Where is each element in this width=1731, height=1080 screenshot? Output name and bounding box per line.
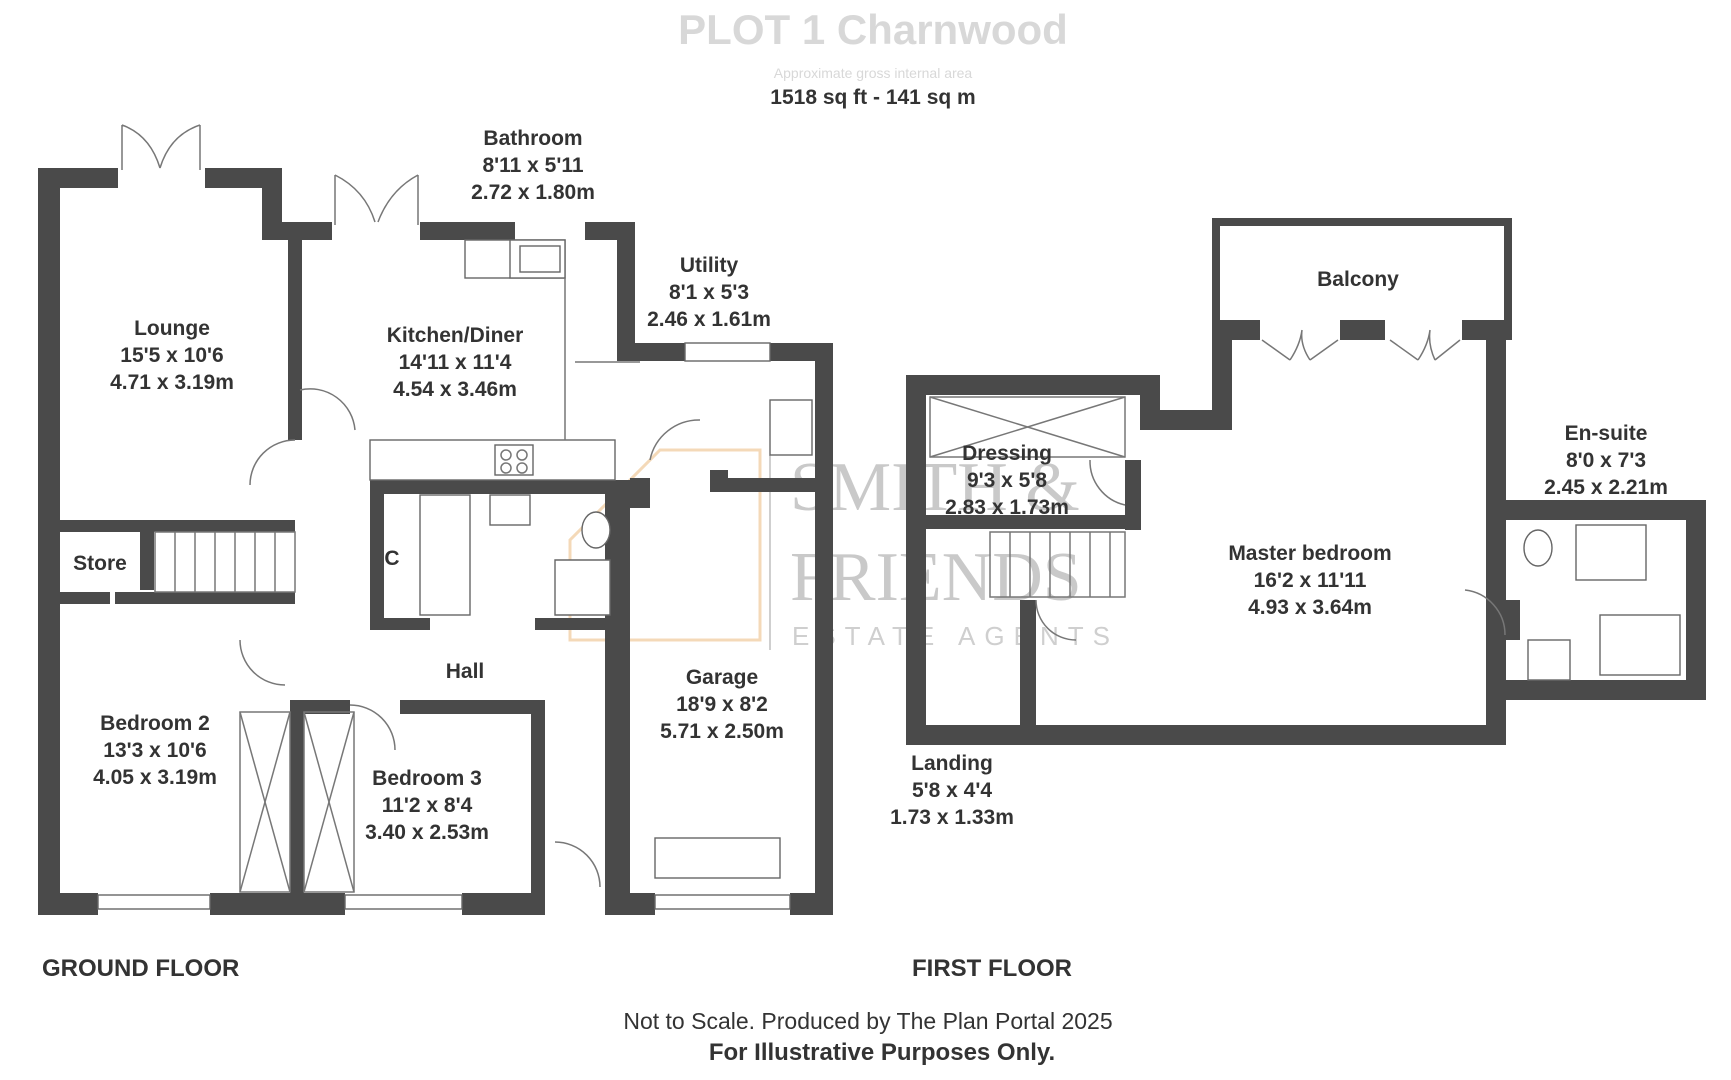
kitchen-metric: 4.54 x 3.46m: [393, 378, 517, 401]
watermark-line1: SMITH &: [790, 449, 1080, 526]
bedroom3-name: Bedroom 3: [372, 767, 482, 790]
room-balcony: Balcony: [1317, 268, 1399, 291]
utility-metric: 2.46 x 1.61m: [647, 308, 771, 331]
bedroom2-name: Bedroom 2: [100, 712, 210, 735]
room-bathroom: Bathroom 8'11 x 5'11 2.72 x 1.80m: [471, 127, 595, 204]
room-garage: Garage 18'9 x 8'2 5.71 x 2.50m: [660, 666, 784, 743]
bedroom3-metric: 3.40 x 2.53m: [365, 821, 489, 844]
room-bedroom2: Bedroom 2 13'3 x 10'6 4.05 x 3.19m: [93, 712, 217, 789]
room-cupboard: C: [384, 547, 399, 570]
dressing-name: Dressing: [962, 442, 1052, 465]
footer-disclaimer: For Illustrative Purposes Only.: [709, 1039, 1055, 1066]
room-lounge: Lounge 15'5 x 10'6 4.71 x 3.19m: [110, 317, 234, 394]
landing-name: Landing: [911, 752, 993, 775]
bathroom-metric: 2.72 x 1.80m: [471, 181, 595, 204]
landing-metric: 1.73 x 1.33m: [890, 806, 1014, 829]
first-floor-label: FIRST FLOOR: [912, 955, 1072, 982]
room-kitchen: Kitchen/Diner 14'11 x 11'4 4.54 x 3.46m: [387, 324, 524, 401]
bathroom-imperial: 8'11 x 5'11: [482, 154, 583, 177]
ensuite-name: En-suite: [1565, 422, 1648, 445]
master-imperial: 16'2 x 11'11: [1254, 569, 1367, 592]
room-store: Store: [73, 552, 127, 575]
room-ensuite: En-suite 8'0 x 7'3 2.45 x 2.21m: [1544, 422, 1668, 499]
bedroom2-imperial: 13'3 x 10'6: [103, 739, 206, 762]
lounge-imperial: 15'5 x 10'6: [120, 344, 223, 367]
footer-note: Not to Scale. Produced by The Plan Porta…: [623, 1008, 1112, 1034]
ground-floor-label: GROUND FLOOR: [42, 955, 239, 982]
utility-imperial: 8'1 x 5'3: [669, 281, 749, 304]
room-master-bedroom: Master bedroom 16'2 x 11'11 4.93 x 3.64m: [1228, 542, 1391, 619]
bedroom2-metric: 4.05 x 3.19m: [93, 766, 217, 789]
bedroom3-imperial: 11'2 x 8'4: [382, 794, 473, 817]
bathroom-name: Bathroom: [483, 127, 582, 150]
hall-name: Hall: [446, 660, 485, 683]
cupboard-name: C: [384, 547, 399, 570]
room-utility: Utility 8'1 x 5'3 2.46 x 1.61m: [647, 254, 771, 331]
ensuite-metric: 2.45 x 2.21m: [1544, 476, 1668, 499]
garage-name: Garage: [686, 666, 758, 689]
watermark: SMITH & FRIENDS ESTATE AGENTS: [568, 448, 1119, 651]
total-area: 1518 sq ft - 141 sq m: [770, 86, 975, 109]
first-floor-walls: [906, 218, 1706, 745]
utility-name: Utility: [680, 254, 739, 277]
room-dressing: Dressing 9'3 x 5'8 2.83 x 1.73m: [945, 442, 1069, 519]
ensuite-imperial: 8'0 x 7'3: [1566, 449, 1646, 472]
kitchen-name: Kitchen/Diner: [387, 324, 524, 347]
garage-metric: 5.71 x 2.50m: [660, 720, 784, 743]
room-bedroom3: Bedroom 3 11'2 x 8'4 3.40 x 2.53m: [365, 767, 489, 844]
lounge-metric: 4.71 x 3.19m: [110, 371, 234, 394]
master-metric: 4.93 x 3.64m: [1248, 596, 1372, 619]
room-hall: Hall: [446, 660, 485, 683]
garage-imperial: 18'9 x 8'2: [676, 693, 768, 716]
balcony-name: Balcony: [1317, 268, 1399, 291]
kitchen-imperial: 14'11 x 11'4: [399, 351, 512, 374]
watermark-line3: ESTATE AGENTS: [792, 621, 1119, 651]
ground-floor-walls: [38, 168, 833, 915]
master-name: Master bedroom: [1228, 542, 1391, 565]
room-landing: Landing 5'8 x 4'4 1.73 x 1.33m: [890, 752, 1014, 829]
lounge-name: Lounge: [134, 317, 210, 340]
watermark-line2: FRIENDS: [790, 539, 1082, 616]
faded-subtitle: Approximate gross internal area: [774, 65, 973, 81]
dressing-imperial: 9'3 x 5'8: [967, 469, 1047, 492]
faded-title: PLOT 1 Charnwood: [678, 6, 1068, 53]
first-floor-details: [929, 329, 1681, 681]
landing-imperial: 5'8 x 4'4: [912, 779, 992, 802]
ground-floor-details: [97, 124, 813, 910]
dressing-metric: 2.83 x 1.73m: [945, 496, 1069, 519]
store-name: Store: [73, 552, 127, 575]
